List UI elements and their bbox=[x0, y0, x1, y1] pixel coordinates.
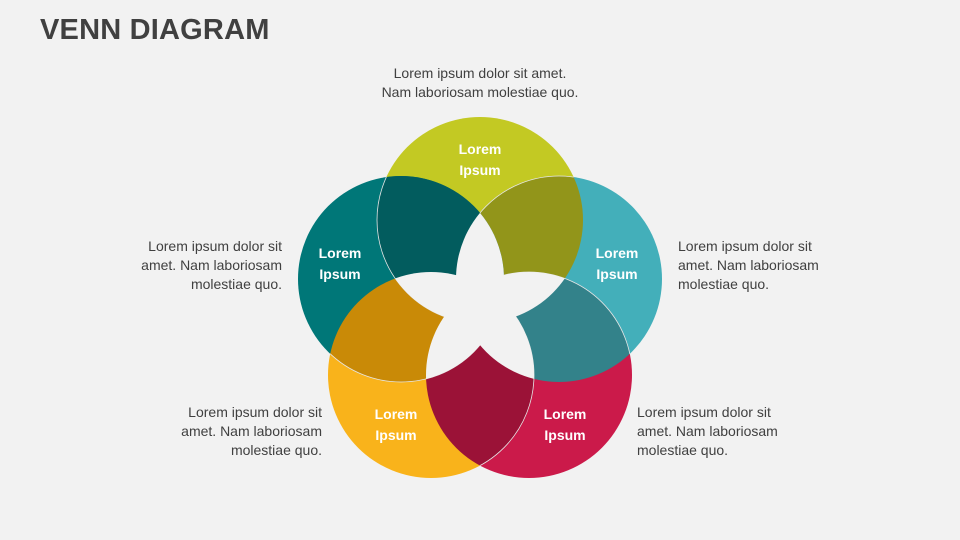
description-bottom-left: Lorem ipsum dolor sit amet. Nam laborios… bbox=[132, 403, 322, 460]
description-line: Lorem ipsum dolor sit bbox=[188, 404, 322, 420]
description-line: Lorem ipsum dolor sit bbox=[637, 404, 771, 420]
set-label-line: Lorem bbox=[543, 406, 587, 422]
description-line: Lorem ipsum dolor sit amet. bbox=[393, 65, 567, 81]
description-right: Lorem ipsum dolor sit amet. Nam laborios… bbox=[678, 237, 868, 294]
description-line: Lorem ipsum dolor sit bbox=[678, 238, 812, 254]
description-top: Lorem ipsum dolor sit amet. Nam laborios… bbox=[355, 64, 605, 102]
description-line: molestiae quo. bbox=[637, 442, 729, 458]
description-line: molestiae quo. bbox=[678, 276, 770, 292]
set-label-line: Ipsum bbox=[319, 266, 361, 282]
description-left: Lorem ipsum dolor sit amet. Nam laborios… bbox=[92, 237, 282, 294]
description-line: molestiae quo. bbox=[230, 442, 322, 458]
set-label-line: Lorem bbox=[318, 245, 362, 261]
set-label-top: Lorem Ipsum bbox=[435, 139, 525, 181]
description-line: amet. Nam laboriosam bbox=[181, 423, 322, 439]
description-line: Lorem ipsum dolor sit bbox=[148, 238, 282, 254]
set-label-line: Ipsum bbox=[459, 162, 501, 178]
set-label-bottom-left: Lorem Ipsum bbox=[351, 404, 441, 446]
description-line: molestiae quo. bbox=[190, 276, 282, 292]
set-label-line: Lorem bbox=[374, 406, 418, 422]
set-label-line: Ipsum bbox=[375, 427, 417, 443]
center-star-hole bbox=[377, 176, 583, 382]
page-title: VENN DIAGRAM bbox=[40, 14, 270, 46]
set-label-line: Ipsum bbox=[596, 266, 638, 282]
description-line: amet. Nam laboriosam bbox=[678, 257, 819, 273]
set-label-left: Lorem Ipsum bbox=[295, 243, 385, 285]
set-label-line: Ipsum bbox=[544, 427, 586, 443]
set-label-line: Lorem bbox=[595, 245, 639, 261]
description-line: amet. Nam laboriosam bbox=[141, 257, 282, 273]
description-line: amet. Nam laboriosam bbox=[637, 423, 778, 439]
description-bottom-right: Lorem ipsum dolor sit amet. Nam laborios… bbox=[637, 403, 827, 460]
set-label-bottom-right: Lorem Ipsum bbox=[520, 404, 610, 446]
set-label-line: Lorem bbox=[458, 141, 502, 157]
set-label-right: Lorem Ipsum bbox=[572, 243, 662, 285]
description-line: Nam laboriosam molestiae quo. bbox=[381, 84, 579, 100]
